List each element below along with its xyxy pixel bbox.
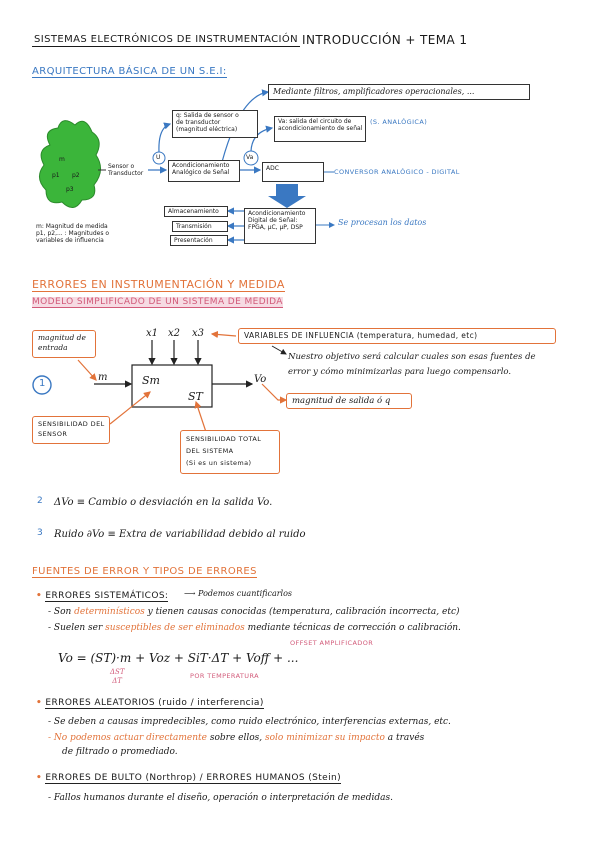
adc-down-arrow	[268, 184, 306, 208]
sensor-output-box: q: Salida de sensor o de transductor (ma…	[172, 110, 258, 138]
bulto-line-1: - Fallos humanos durante el diseño, oper…	[48, 793, 393, 803]
bulto-title-text: ERRORES DE BULTO (Northrop) / ERRORES HU…	[45, 773, 342, 784]
total-sensitivity-box: SENSIBILIDAD TOTAL DEL SISTEMA (Si es un…	[180, 430, 280, 474]
arch-diagram-svg	[39, 89, 335, 244]
bullet-dot: •	[36, 591, 43, 601]
circle-2-label: 2	[37, 496, 43, 506]
sensor-sensitivity-box: SENSIBILIDAD DEL SENSOR	[32, 416, 110, 444]
systematic-note-text: Podemos cuantificarlos	[198, 589, 293, 598]
system-block	[131, 364, 213, 408]
subject-title: SISTEMAS ELECTRÓNICOS DE INSTRUMENTACIÓN	[32, 34, 301, 47]
errors-title-text: ERRORES EN INSTRUMENTACIÓN Y MEDIDA	[32, 278, 285, 291]
x3-label: x3	[192, 328, 205, 339]
measurand-blob	[39, 120, 101, 208]
transmission-box: Transmisión	[172, 221, 228, 232]
conditioning-output-box: Va: salida del circuito de acondicionami…	[274, 116, 366, 142]
note-dash: ⟶	[184, 589, 199, 598]
node-va-label: Va	[246, 154, 254, 161]
systematic-title-text: ERRORES SISTEMÁTICOS:	[45, 591, 169, 602]
sys-l1-b: determinísticos	[74, 607, 145, 617]
sys-l2-b: susceptibles de ser eliminados	[105, 623, 245, 633]
sources-title: FUENTES DE ERROR Y TIPOS DE ERRORES	[32, 566, 257, 578]
x1-label: x1	[146, 328, 159, 339]
sys-l1-c: y tienen causas conocidas (temperatura, …	[144, 607, 460, 617]
rand-l2-c: solo minimizar su impacto	[265, 733, 385, 743]
sys-l2-c: mediante técnicas de corrección o calibr…	[244, 623, 461, 633]
storage-box: Almacenamiento	[164, 206, 228, 217]
random-line-3: de filtrado o promediado.	[62, 747, 178, 757]
circle-1-label: 1	[39, 378, 46, 389]
bulto-title: • ERRORES DE BULTO (Northrop) / ERRORES …	[36, 772, 342, 785]
analog-conditioning-box: Acondicionamiento Analógico de Señal	[168, 160, 240, 182]
error-formula: Vo = (ST)·m + Voz + SiT·ΔT + Voff + ...	[58, 651, 299, 665]
arch-title: ARQUITECTURA BÁSICA DE UN S.E.I:	[32, 66, 227, 78]
arch-title-text: ARQUITECTURA BÁSICA DE UN S.E.I:	[32, 66, 227, 77]
topic-text: INTRODUCCIÓN + TEMA 1	[302, 33, 468, 47]
measurand-legend: m: Magnitud de medida p1, p2,... : Magni…	[36, 223, 110, 244]
formula-fraction: ΔST ΔT	[110, 668, 125, 685]
circle-3-label: 3	[37, 528, 43, 538]
input-m-label: m	[98, 372, 108, 383]
presentation-box: Presentación	[170, 235, 228, 246]
blob-m: m	[59, 156, 65, 163]
st-label: ST	[188, 390, 203, 403]
sys-l1-a: - Son	[48, 607, 75, 617]
item-2-text: ΔVo ≡ Cambio o desviación en la salida V…	[54, 497, 273, 508]
bullet-dot: •	[36, 698, 43, 708]
random-line-1: - Se deben a causas impredecibles, como …	[48, 717, 451, 727]
rand-l2-b: sobre ellos,	[207, 733, 265, 743]
subject-text: SISTEMAS ELECTRÓNICOS DE INSTRUMENTACIÓN	[34, 34, 299, 45]
output-magnitude-box: magnitud de salida ó q	[286, 393, 412, 409]
influence-note: Nuestro objetivo será calcular cuales so…	[288, 352, 536, 377]
random-title: • ERRORES ALEATORIOS (ruido / interferen…	[36, 697, 264, 710]
x2-label: x2	[168, 328, 181, 339]
model-title: MODELO SIMPLIFICADO DE UN SISTEMA DE MED…	[32, 297, 283, 308]
temperature-note: POR TEMPERATURA	[190, 672, 259, 680]
conditioning-note-box: Mediante filtros, amplificadores operaci…	[268, 84, 530, 100]
blob-p2: p2	[72, 172, 80, 179]
digital-conditioning-box: Acondicionamiento Digital de Señal: FPGA…	[244, 208, 316, 244]
vo-label: Vo	[254, 374, 267, 385]
bullet-dot: •	[36, 773, 43, 783]
item-3-text: Ruido ∂Vo ≡ Extra de variabilidad debido…	[54, 529, 306, 540]
offset-note: OFFSET AMPLIFICADOR	[290, 639, 374, 647]
random-line-2: - No podemos actuar directamente sobre e…	[48, 732, 424, 745]
digital-note: Se procesan los datos	[338, 218, 427, 227]
analog-signal-note: (S. ANALÓGICA)	[370, 118, 428, 126]
topic-title: INTRODUCCIÓN + TEMA 1	[302, 33, 467, 47]
systematic-line-2: - Suelen ser susceptibles de ser elimina…	[48, 622, 461, 635]
adc-note: CONVERSOR ANALÓGICO - DIGITAL	[334, 168, 460, 176]
model-title-text: MODELO SIMPLIFICADO DE UN SISTEMA DE MED…	[32, 297, 283, 307]
sys-l2-a: - Suelen ser	[48, 623, 106, 633]
blob-p3: p3	[66, 186, 74, 193]
influence-box: VARIABLES DE INFLUENCIA (temperatura, hu…	[238, 328, 556, 344]
rand-l2-a: - No podemos actuar directamente	[48, 733, 207, 743]
circle-1	[32, 375, 52, 395]
input-magnitude-box: magnitud de entrada	[32, 330, 96, 358]
random-title-text: ERRORES ALEATORIOS (ruido / interferenci…	[45, 698, 264, 709]
systematic-title: • ERRORES SISTEMÁTICOS:	[36, 590, 169, 603]
model-diagram-svg	[32, 330, 288, 433]
rand-l2-d: a través	[384, 733, 425, 743]
sources-title-text: FUENTES DE ERROR Y TIPOS DE ERRORES	[32, 566, 257, 577]
sensor-label: Sensor o Transductor	[108, 163, 144, 177]
adc-label: ADC	[266, 165, 279, 172]
sm-label: Sm	[142, 374, 160, 387]
systematic-line-1: - Son determinísticos y tienen causas co…	[48, 606, 460, 619]
blob-p1: p1	[52, 172, 60, 179]
systematic-note: ⟶ Podemos cuantificarlos	[184, 589, 292, 598]
adc-box: ADC	[262, 162, 324, 182]
errors-title: ERRORES EN INSTRUMENTACIÓN Y MEDIDA	[32, 278, 285, 292]
node-u-label: U	[156, 154, 161, 161]
